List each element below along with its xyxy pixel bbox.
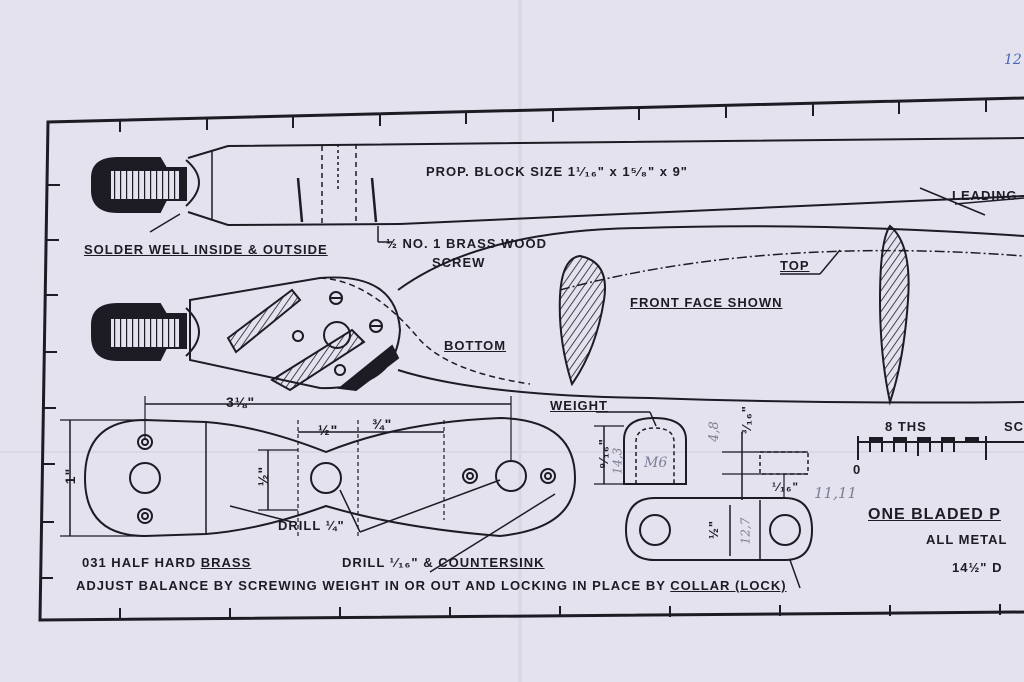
weight-label: WEIGHT bbox=[550, 398, 608, 413]
adjust-balance-note: ADJUST BALANCE BY SCREWING WEIGHT IN OR … bbox=[76, 578, 787, 593]
collar-lock-text: COLLAR (LOCK) bbox=[670, 578, 787, 593]
front-face-label: FRONT FACE SHOWN bbox=[630, 295, 783, 310]
pencil-note-12-7: 12,7 bbox=[738, 517, 753, 545]
pencil-note-page-number: 12 bbox=[1004, 52, 1022, 68]
brass-spec-brass: BRASS bbox=[200, 555, 252, 570]
leading-edge-label: LEADING bbox=[952, 188, 1018, 203]
drill-quarter-label: DRILL ¼" bbox=[278, 518, 345, 533]
all-metal-label: ALL METAL bbox=[926, 532, 1008, 547]
brass-spec-label: 031 HALF HARD BRASS bbox=[82, 555, 251, 570]
top-border-ticks bbox=[119, 100, 987, 132]
drill-1-16-text: DRILL ¹⁄₁₆" & bbox=[342, 555, 439, 570]
scale-bar bbox=[857, 436, 1024, 460]
adjust-balance-text: ADJUST BALANCE BY SCREWING WEIGHT IN OR … bbox=[76, 578, 671, 593]
bottom-label: BOTTOM bbox=[444, 338, 507, 353]
dimension-half-collar: ½" bbox=[706, 519, 722, 540]
bottom-border-ticks bbox=[119, 604, 1001, 619]
solder-well-label: SOLDER WELL INSIDE & OUTSIDE bbox=[84, 242, 328, 257]
prop-side-view bbox=[91, 137, 1024, 243]
pencil-note-11-11: 11,11 bbox=[814, 484, 857, 502]
dimension-half-vertical: ½" bbox=[255, 465, 272, 487]
drawing-border bbox=[38, 96, 1024, 622]
brass-screw-label-line2: SCREW bbox=[432, 255, 486, 270]
one-bladed-title: ONE BLADED P bbox=[868, 506, 1001, 523]
prop-block-size-label: PROP. BLOCK SIZE 1¹⁄₁₆" x 1⁵⁄₈" x 9" bbox=[426, 164, 688, 179]
scale-label-right: SC bbox=[1004, 419, 1024, 434]
diameter-label: 14½" D bbox=[952, 560, 1003, 575]
drill-countersink-label: DRILL ¹⁄₁₆" & COUNTERSINK bbox=[342, 555, 545, 570]
balance-arm-view bbox=[60, 396, 577, 573]
top-label: TOP bbox=[780, 258, 810, 273]
brass-spec-text: 031 HALF HARD bbox=[82, 555, 201, 570]
pencil-note-m6: M6 bbox=[644, 455, 668, 471]
countersink-text: COUNTERSINK bbox=[438, 555, 545, 570]
left-border-ticks bbox=[41, 184, 60, 579]
brass-screw-label-line1: ½ NO. 1 BRASS WOOD bbox=[386, 236, 548, 251]
dimension-9-16: ⁹⁄₁₆" bbox=[595, 438, 611, 469]
scale-label: 8 THS bbox=[885, 419, 927, 434]
dimension-three-quarter: ¾" bbox=[372, 416, 393, 432]
pencil-note-14-3: 14,3 bbox=[610, 447, 625, 475]
dimension-half: ½" bbox=[318, 422, 339, 438]
scale-zero: 0 bbox=[853, 462, 862, 477]
prop-front-view bbox=[91, 224, 1024, 406]
dimension-one-inch: 1" bbox=[62, 467, 79, 485]
dimension-3-1-8: 3⅛" bbox=[226, 394, 256, 410]
dimension-3-16: ³⁄₁₆" bbox=[738, 405, 754, 434]
weight-and-collar-view bbox=[594, 411, 814, 589]
pencil-note-4-8: 4,8 bbox=[706, 421, 722, 442]
dimension-1-16: ¹⁄₁₆" bbox=[772, 480, 800, 494]
